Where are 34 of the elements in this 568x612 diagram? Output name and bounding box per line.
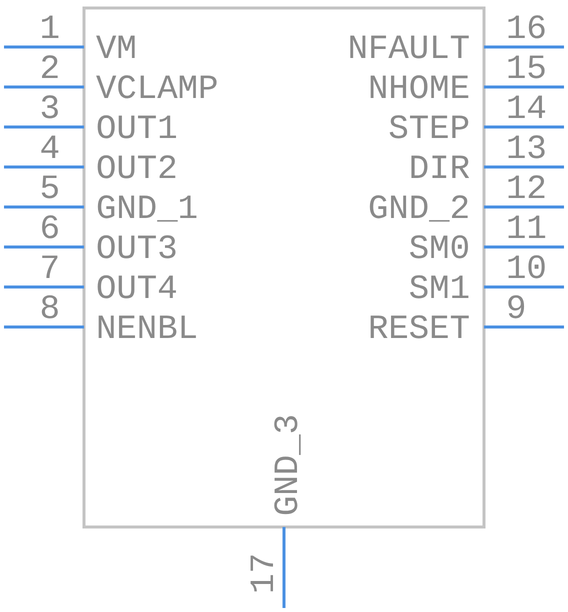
pin-name: OUT2: [96, 153, 178, 187]
pin-number: 2: [40, 53, 60, 87]
pin-number: 15: [506, 53, 547, 87]
pin-name: RESET: [368, 313, 470, 347]
pin-name: GND_1: [96, 193, 198, 227]
pin-name: OUT4: [96, 273, 178, 307]
pin-number: 4: [40, 133, 60, 167]
pin-name: NHOME: [368, 73, 470, 107]
pin-number: 5: [40, 173, 60, 207]
pin-number: 12: [506, 173, 547, 207]
pin-name: GND_2: [368, 193, 470, 227]
pin-number: 1: [40, 13, 60, 47]
pin-name: VCLAMP: [96, 73, 218, 107]
pin-number: 11: [506, 213, 547, 247]
pin-name: NENBL: [96, 313, 198, 347]
pin-name: VM: [96, 33, 137, 67]
pin-number: 6: [40, 213, 60, 247]
pin-number: 17: [248, 553, 282, 594]
pin-name: STEP: [388, 113, 470, 147]
pin-number: 7: [40, 253, 60, 287]
pin-number: 13: [506, 133, 547, 167]
pin-name: GND_3: [272, 414, 306, 516]
pin-name: DIR: [408, 153, 470, 187]
pin-name: OUT3: [96, 233, 178, 267]
pin-name: SM0: [408, 233, 470, 267]
pin-number: 8: [40, 293, 60, 327]
pin-number: 9: [506, 293, 526, 327]
pin-name: NFAULT: [348, 33, 470, 67]
pin-number: 16: [506, 13, 547, 47]
pin-number: 3: [40, 93, 60, 127]
pin-name: OUT1: [96, 113, 178, 147]
pin-number: 10: [506, 253, 547, 287]
pin-number: 14: [506, 93, 547, 127]
pin-name: SM1: [408, 273, 470, 307]
